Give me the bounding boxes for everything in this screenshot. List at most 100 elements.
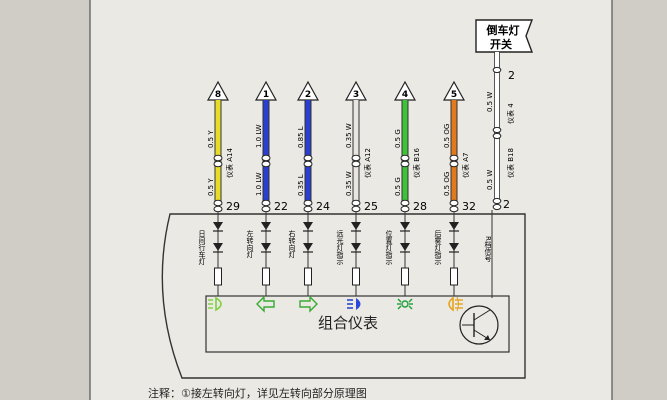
reverse-connector-terminal-upper <box>492 126 502 134</box>
wire-spec-upper: 0.5 Y <box>207 130 215 148</box>
indicator-led <box>261 222 271 230</box>
fog-wave <box>456 296 459 312</box>
connector-terminal-lower <box>261 160 271 168</box>
indicator-led <box>351 243 361 251</box>
wire-spec-upper: 0.85 L <box>297 126 305 148</box>
wire-spec-lower: 0.5 G <box>394 177 402 196</box>
wire-spec-upper: 0.5 G <box>394 129 402 148</box>
cluster-display-box <box>205 295 510 353</box>
footnote: 注释：①接左转向灯，详见左转向部分原理图 <box>148 386 367 400</box>
connector-code: 仪表 A7 <box>461 153 470 178</box>
indicator-led <box>400 222 410 230</box>
pin-terminal-upper <box>449 199 459 207</box>
high-beam-icon <box>347 298 361 310</box>
high-beam-shape <box>356 298 361 310</box>
reference-number: 4 <box>402 90 408 100</box>
resistor <box>304 267 312 286</box>
left-turn-arrow-icon <box>256 295 275 313</box>
function-label: 后雾灯指示 <box>434 229 442 265</box>
pin-terminal-lower <box>303 205 313 213</box>
connector-code: 仪表 B16 <box>412 148 421 178</box>
indicator-led <box>351 222 361 230</box>
indicator-led <box>303 243 313 251</box>
pin-terminal-upper <box>261 199 271 207</box>
connector-terminal-upper <box>400 154 410 162</box>
resistor <box>450 267 458 286</box>
resistor <box>214 267 222 286</box>
resistor <box>401 267 409 286</box>
reverse-light-switch: 倒车灯 开关 2 0.5 W 仪表 4 仪表 B18 0.5 W 2 R档信号 <box>459 19 534 345</box>
pin-number: 32 <box>462 200 476 213</box>
function-label: 右转向灯 <box>288 229 296 259</box>
resistor <box>262 267 270 286</box>
reverse-pin-terminal-upper <box>492 197 502 205</box>
function-label: 日间行车灯 <box>198 230 206 266</box>
wire-spec-upper: 1.0 LW <box>255 124 263 148</box>
reverse-wire-spec-upper: 0.5 W <box>486 92 494 112</box>
pin-terminal-upper <box>303 199 313 207</box>
indicator-led <box>303 222 313 230</box>
pin-number: 22 <box>274 200 288 213</box>
reverse-connector-terminal-lower <box>492 132 502 140</box>
wire-spec-lower: 0.35 W <box>345 171 353 196</box>
reverse-wire-spec-lower: 0.5 W <box>486 170 494 190</box>
wire-spec-upper: 0.35 W <box>345 123 353 148</box>
daytime-running-light-icon <box>208 296 222 312</box>
reverse-connector-lower: 仪表 B18 <box>506 148 515 178</box>
rear-fog-light-icon <box>448 296 463 312</box>
reverse-switch-label-line2: 开关 <box>490 37 512 51</box>
resistor <box>352 267 360 286</box>
transistor-collector <box>473 309 491 321</box>
indicator-led <box>261 243 271 251</box>
reverse-pin-terminal-lower <box>492 203 502 211</box>
connector-terminal-upper <box>303 154 313 162</box>
pin-terminal-lower <box>449 205 459 213</box>
pin-terminal-lower <box>351 205 361 213</box>
position-ray <box>408 305 413 310</box>
left-arrow-shape <box>256 295 275 313</box>
connector-code: 仪表 A14 <box>225 148 234 178</box>
pin-terminal-upper <box>400 199 410 207</box>
connector-terminal-lower <box>303 160 313 168</box>
wire-spec-upper: 0.5 OG <box>443 124 451 148</box>
wire-spec-lower: 0.5 Y <box>207 178 215 196</box>
pin-terminal-lower <box>400 205 410 213</box>
reference-number: 5 <box>451 90 457 100</box>
fog-lamp-shape <box>448 296 454 312</box>
reverse-connector-upper: 仪表 4 <box>506 103 515 124</box>
reverse-switch-pin: 2 <box>508 69 515 82</box>
pin-terminal-upper <box>351 199 361 207</box>
connector-terminal-lower <box>351 160 361 168</box>
connector-terminal-lower <box>449 160 459 168</box>
indicator-led <box>449 222 459 230</box>
connector-terminal-upper <box>213 154 223 162</box>
pin-terminal-lower <box>261 205 271 213</box>
cluster-outline <box>161 213 526 379</box>
transistor-icon <box>459 305 499 345</box>
function-label: 位置灯指示 <box>385 229 393 265</box>
reverse-switch-label-line1: 倒车灯 <box>486 23 520 37</box>
connector-terminal-lower <box>213 160 223 168</box>
reverse-switch-pin-terminal <box>492 66 502 74</box>
reverse-pin-number: 2 <box>503 198 510 211</box>
cluster-label: 组合仪表 <box>318 314 378 332</box>
right-arrow-shape <box>299 295 318 313</box>
connector-terminal-lower <box>400 160 410 168</box>
reference-number: 8 <box>215 90 221 100</box>
right-turn-arrow-icon <box>299 295 318 313</box>
indicator-led <box>449 243 459 251</box>
wire-spec-lower: 1.0 LW <box>255 172 263 196</box>
position-light-core <box>401 300 409 308</box>
position-ray <box>397 298 402 303</box>
connector-code: 仪表 A12 <box>363 148 372 178</box>
connector-terminal-upper <box>261 154 271 162</box>
function-label: 左转向灯 <box>246 229 254 259</box>
position-light-icon <box>397 298 413 310</box>
